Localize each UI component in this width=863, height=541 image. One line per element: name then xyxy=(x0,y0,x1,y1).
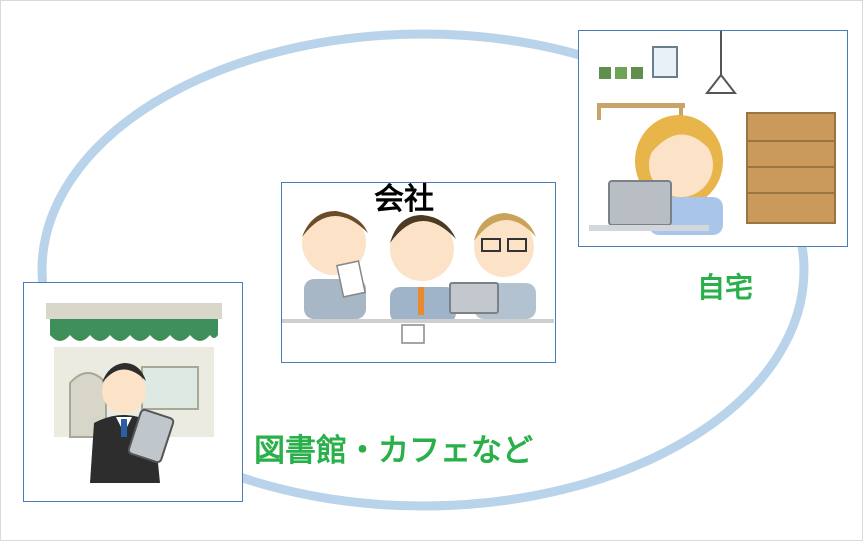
office-illustration xyxy=(282,211,554,344)
home-illustration xyxy=(589,31,836,235)
office-label: 会社 xyxy=(374,182,434,217)
cafe-illustration xyxy=(46,303,222,483)
home-illustration-card xyxy=(578,30,848,247)
cafe-illustration-card xyxy=(23,282,243,502)
home-label: 自宅 xyxy=(697,271,754,304)
library-cafe-label: 図書館・カフェなど xyxy=(254,433,533,469)
office-illustration-card xyxy=(281,182,556,363)
